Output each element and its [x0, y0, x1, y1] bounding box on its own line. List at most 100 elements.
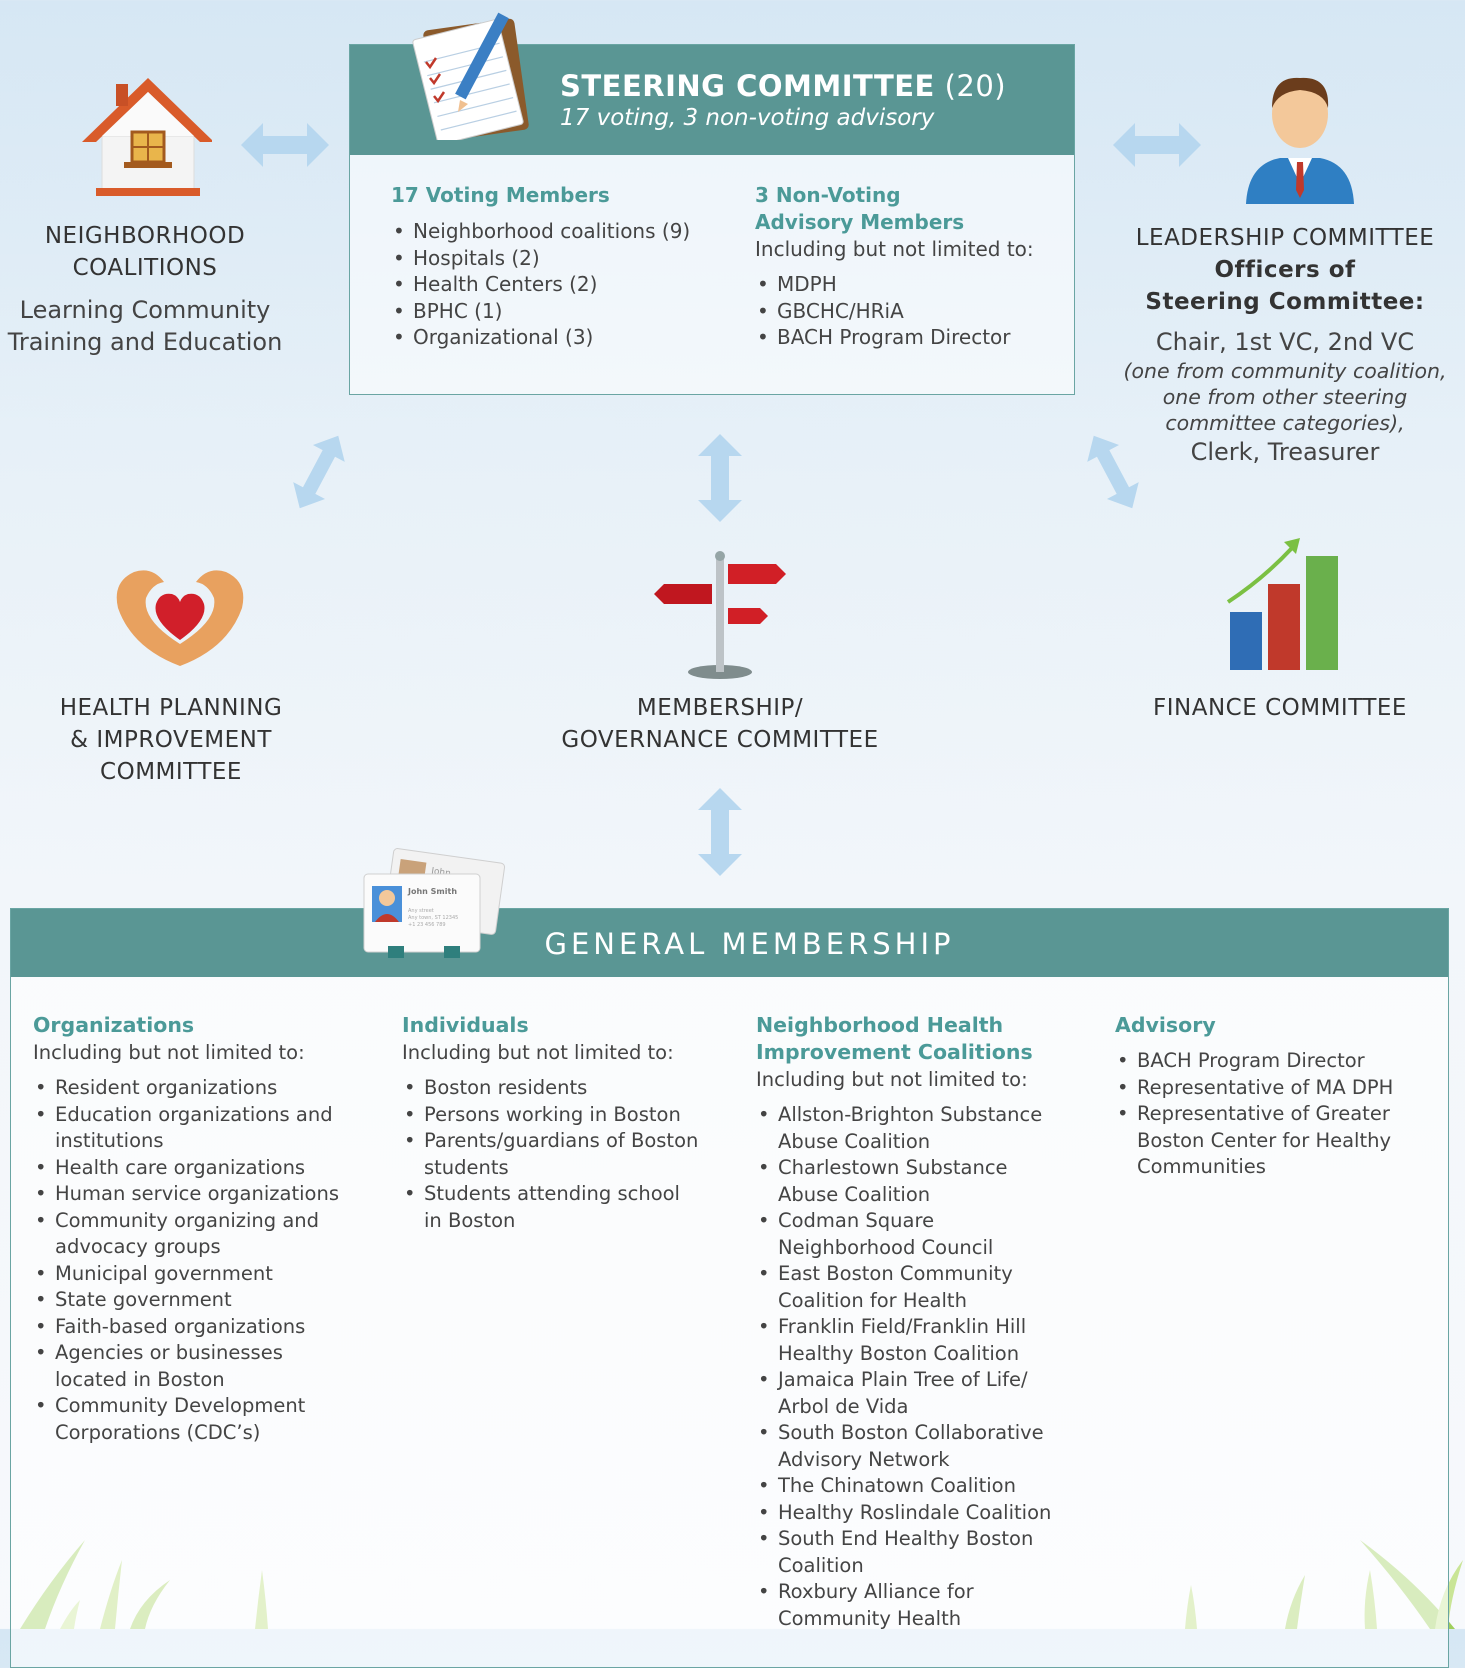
leadership-sub2: Steering Committee:	[1145, 289, 1425, 315]
list-item: East Boston Community Coalition for Heal…	[756, 1261, 1066, 1314]
list-item: Healthy Roslindale Coalition	[756, 1500, 1066, 1527]
advisory-list: BACH Program Director Representative of …	[1115, 1048, 1425, 1181]
list-item: Faith-based organizations	[33, 1314, 343, 1341]
list-item: Codman Square Neighborhood Council	[756, 1208, 1066, 1261]
coalitions-column: Neighborhood Health Improvement Coalitio…	[756, 1012, 1066, 1632]
list-item: Agencies or businesses located in Boston	[33, 1340, 343, 1393]
health-planning-line2: & IMPROVEMENT	[70, 727, 272, 753]
voting-members-column: 17 Voting Members Neighborhood coalition…	[391, 182, 721, 351]
health-planning-block: HEALTH PLANNING & IMPROVEMENT COMMITTEE	[30, 692, 312, 788]
non-voting-heading-line2: Advisory Members	[755, 210, 965, 234]
coalitions-heading-line2: Improvement Coalitions	[756, 1040, 1033, 1064]
double-arrow-membership-general	[698, 788, 742, 876]
list-item: Resident organizations	[33, 1075, 343, 1102]
membership-gov-line2: GOVERNANCE COMMITTEE	[561, 727, 879, 753]
leadership-note3: committee categories),	[1165, 411, 1405, 435]
steering-committee-subtitle: 17 voting, 3 non-voting advisory	[560, 105, 935, 131]
non-voting-members-list: MDPH GBCHC/HRiA BACH Program Director	[755, 271, 1065, 351]
list-item: The Chinatown Coalition	[756, 1473, 1066, 1500]
steering-count: (20)	[944, 69, 1007, 103]
voting-members-list: Neighborhood coalitions (9) Hospitals (2…	[391, 218, 721, 351]
list-item: Jamaica Plain Tree of Life/ Arbol de Vid…	[756, 1367, 1066, 1420]
double-arrow-steering-membership	[698, 434, 742, 522]
coalitions-list: Allston-Brighton Substance Abuse Coaliti…	[756, 1102, 1066, 1632]
advisory-column: Advisory BACH Program Director Represent…	[1115, 1012, 1425, 1181]
bar-chart-icon	[1226, 538, 1338, 670]
finance-committee-block: FINANCE COMMITTEE	[1130, 692, 1430, 724]
individuals-column: Individuals Including but not limited to…	[402, 1012, 702, 1234]
advisory-heading: Advisory	[1115, 1013, 1216, 1037]
non-voting-intro: Including but not limited to:	[755, 237, 1034, 261]
list-item: State government	[33, 1287, 343, 1314]
list-item: Municipal government	[33, 1261, 343, 1288]
organizations-heading: Organizations	[33, 1013, 195, 1037]
heart-hands-icon	[116, 570, 244, 666]
list-item: Boston residents	[402, 1075, 702, 1102]
list-item: BPHC (1)	[391, 298, 721, 325]
leadership-sub1: Officers of	[1214, 257, 1356, 283]
finance-title: FINANCE COMMITTEE	[1153, 695, 1407, 721]
list-item: Community organizing and advocacy groups	[33, 1208, 343, 1261]
signpost-icon	[654, 551, 786, 679]
leadership-title: LEADERSHIP COMMITTEE	[1135, 225, 1435, 251]
list-item: BACH Program Director	[755, 324, 1065, 351]
list-item: Representative of MA DPH	[1115, 1075, 1425, 1102]
list-item: Persons working in Boston	[402, 1102, 702, 1129]
list-item: Roxbury Alliance for Community Health	[756, 1579, 1066, 1632]
membership-gov-line1: MEMBERSHIP/	[636, 695, 804, 721]
list-item: BACH Program Director	[1115, 1048, 1425, 1075]
organizations-intro: Including but not limited to:	[33, 1041, 305, 1064]
individuals-list: Boston residents Persons working in Bost…	[402, 1075, 702, 1234]
house-icon	[82, 78, 212, 196]
business-cards-icon: John John Smith Any street Any town, ST …	[363, 848, 506, 958]
neighborhood-title-line1: NEIGHBORHOOD	[44, 223, 246, 249]
leadership-committee-block: LEADERSHIP COMMITTEE Officers of Steerin…	[1105, 222, 1465, 468]
list-item: MDPH	[755, 271, 1065, 298]
double-arrow-steering-health-planning	[293, 435, 345, 509]
list-item: Students attending school in Boston	[402, 1181, 702, 1234]
list-item: Representative of Greater Boston Center …	[1115, 1101, 1425, 1181]
individuals-intro: Including but not limited to:	[402, 1041, 674, 1064]
list-item: Organizational (3)	[391, 324, 721, 351]
card-address-line1: Any street	[408, 908, 434, 914]
leadership-note1: (one from community coalition,	[1123, 359, 1447, 383]
neighborhood-coalitions-block: NEIGHBORHOOD COALITIONS Learning Communi…	[0, 220, 290, 358]
organizations-list: Resident organizations Education organiz…	[33, 1075, 343, 1446]
list-item: South Boston Collaborative Advisory Netw…	[756, 1420, 1066, 1473]
neighborhood-sub-line1: Learning Community	[19, 296, 271, 324]
health-planning-line3: COMMITTEE	[100, 759, 242, 785]
list-item: Parents/guardians of Boston students	[402, 1128, 702, 1181]
leadership-note2: one from other steering	[1162, 385, 1408, 409]
voting-members-heading: 17 Voting Members	[391, 183, 610, 207]
leadership-roles: Chair, 1st VC, 2nd VC	[1155, 328, 1415, 356]
businessman-icon	[1246, 77, 1354, 204]
notepad-icon	[412, 12, 529, 140]
card-phone: +1 23 456 789	[408, 922, 446, 928]
individuals-heading: Individuals	[402, 1013, 529, 1037]
list-item: Allston-Brighton Substance Abuse Coaliti…	[756, 1102, 1066, 1155]
card-address-line2: Any town, ST 12345	[408, 915, 458, 921]
double-arrow-neighborhood-steering	[241, 123, 329, 167]
general-membership-title: GENERAL MEMBERSHIP	[544, 927, 955, 961]
double-arrow-steering-finance	[1087, 435, 1139, 509]
neighborhood-sub-line2: Training and Education	[7, 328, 283, 356]
non-voting-members-column: 3 Non-Voting Advisory Members Including …	[755, 182, 1065, 351]
steering-title-text: STEERING COMMITTEE	[560, 69, 935, 103]
double-arrow-steering-leadership	[1113, 123, 1201, 167]
general-membership-box: GENERAL MEMBERSHIP Organizations Includi…	[10, 908, 1449, 1668]
list-item: South End Healthy Boston Coalition	[756, 1526, 1066, 1579]
list-item: Franklin Field/Franklin Hill Healthy Bos…	[756, 1314, 1066, 1367]
card-name: John Smith	[407, 887, 457, 896]
organizations-column: Organizations Including but not limited …	[33, 1012, 343, 1446]
leadership-roles2: Clerk, Treasurer	[1190, 438, 1380, 466]
list-item: Human service organizations	[33, 1181, 343, 1208]
general-membership-header: GENERAL MEMBERSHIP	[11, 909, 1448, 977]
list-item: Hospitals (2)	[391, 245, 721, 272]
list-item: Neighborhood coalitions (9)	[391, 218, 721, 245]
health-planning-line1: HEALTH PLANNING	[59, 695, 283, 721]
non-voting-heading-line1: 3 Non-Voting	[755, 183, 901, 207]
coalitions-heading-line1: Neighborhood Health	[756, 1013, 1004, 1037]
coalitions-intro: Including but not limited to:	[756, 1068, 1028, 1091]
list-item: Community Development Corporations (CDC’…	[33, 1393, 343, 1446]
list-item: GBCHC/HRiA	[755, 298, 1065, 325]
